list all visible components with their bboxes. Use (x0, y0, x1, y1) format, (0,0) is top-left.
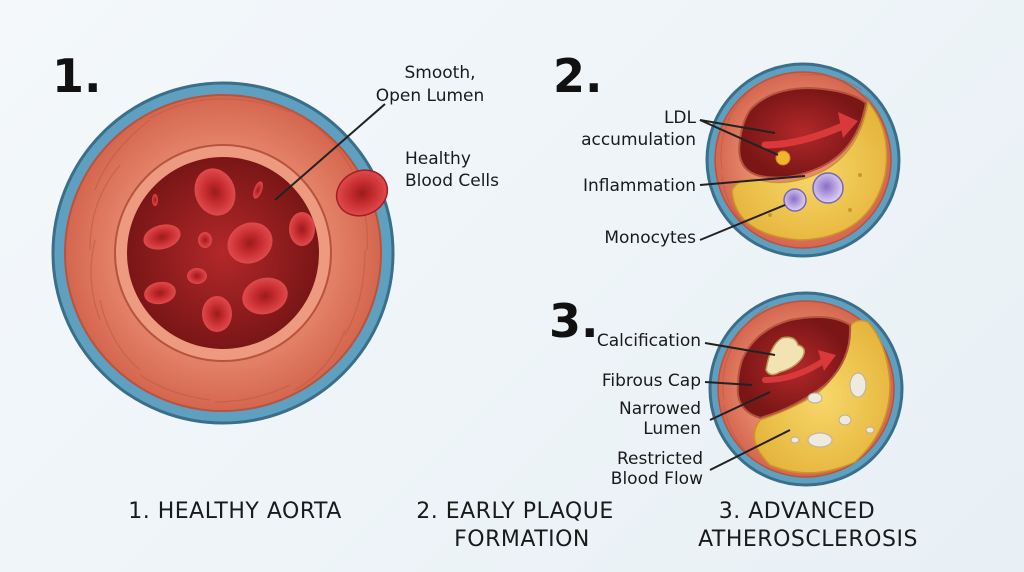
blood-cell (227, 222, 273, 264)
wall-texture (89, 98, 369, 403)
leader-line-monocytes (699, 204, 786, 241)
calcium-deposit (807, 432, 833, 448)
restricted-flow-arrow (762, 357, 828, 383)
blood-cell (187, 268, 207, 284)
leader-line-ldl (699, 119, 776, 134)
calcium-deposit (849, 372, 867, 398)
calcium-deposit (865, 426, 875, 434)
plaque-dot (858, 173, 862, 177)
caption-early-plaque-line1: 2. EARLY PLAQUE (416, 499, 614, 524)
panel-advanced-atherosclerosis: 3. Calcification Fibrous Cap Narrowed (549, 291, 918, 552)
calcium-deposit (807, 392, 823, 404)
blood-cell (144, 281, 176, 305)
narrowing-lumen (738, 86, 868, 179)
label-monocytes: Monocytes (604, 228, 696, 248)
monocyte (812, 172, 844, 204)
label-smooth: Smooth, (405, 63, 476, 83)
leader-line-narrowed-lumen (709, 391, 771, 421)
label-accumulation: accumulation (581, 130, 696, 150)
label-inflammation: Inflammation (583, 176, 696, 196)
blood-cell (202, 296, 232, 332)
panel-early-plaque: 2. LDL accumulation Infla (416, 49, 901, 552)
plaque-dot (768, 213, 772, 217)
leader-line-lumen (274, 103, 386, 201)
calcification (765, 336, 805, 376)
leader-line-fibrous-cap (704, 381, 753, 386)
label-ldl: LDL (664, 108, 697, 128)
blood-cell (253, 181, 263, 199)
panel-healthy-aorta: 1. (51, 49, 499, 524)
blood-cell (194, 168, 236, 216)
blood-cell (143, 224, 181, 250)
arrow-head (838, 112, 858, 138)
blood-cell (289, 212, 315, 246)
healthy-blood-cell (335, 169, 389, 217)
blood-cells (143, 168, 315, 332)
label-fibrous-cap: Fibrous Cap (602, 371, 701, 391)
caption-early-plaque-line2: FORMATION (454, 527, 590, 552)
calcium-deposit (790, 436, 800, 444)
leader-line-restricted-flow (709, 429, 791, 471)
label-narrowed: Narrowed (619, 399, 701, 419)
label-lumen: Lumen (643, 419, 701, 439)
caption-advanced-line2: ATHEROSCLEROSIS (698, 527, 918, 552)
arrow-head (818, 350, 836, 371)
leader-line-calcification (704, 342, 776, 356)
panel3-number: 3. (549, 294, 598, 348)
caption-advanced-line1: 3. ADVANCED (719, 499, 875, 524)
blood-cell (242, 277, 288, 315)
blood-flow-arrow (761, 121, 849, 149)
wall-texture (720, 74, 891, 226)
caption-healthy-aorta: 1. HEALTHY AORTA (128, 499, 342, 524)
label-healthy: Healthy (405, 149, 471, 169)
blood-cell (198, 232, 212, 248)
label-calcification: Calcification (597, 331, 701, 351)
ldl-particle (775, 150, 791, 166)
label-blood-cells: Blood Cells (405, 171, 499, 191)
label-blood-flow: Blood Flow (611, 469, 703, 489)
panel1-number: 1. (52, 49, 101, 103)
calcium-deposit (838, 414, 852, 426)
plaque-dot (848, 208, 852, 212)
label-restricted: Restricted (617, 449, 703, 469)
leader-line-ldl-2 (699, 119, 779, 156)
blood-cell (152, 194, 158, 206)
leader-line-inflammation (699, 175, 806, 186)
panel2-number: 2. (553, 49, 602, 103)
label-open-lumen: Open Lumen (376, 86, 485, 106)
monocyte (783, 188, 807, 212)
early-plaque (731, 100, 888, 241)
